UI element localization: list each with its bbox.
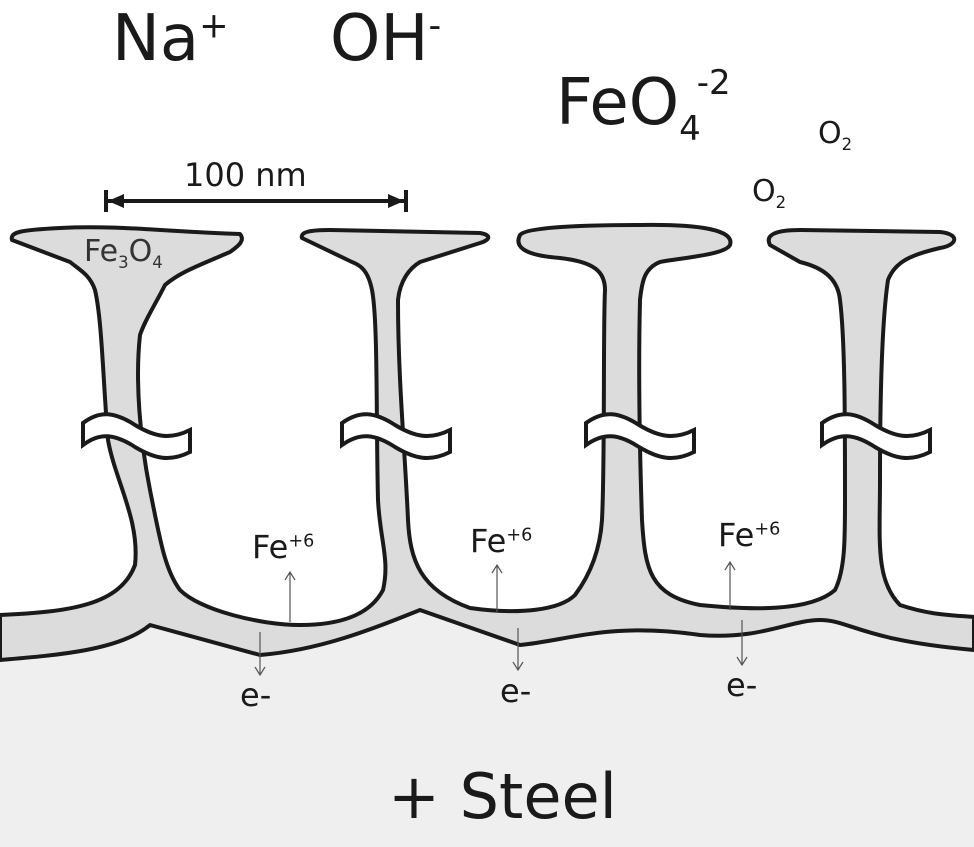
ferrate-ion-label: FeO4-2 [556,63,731,149]
oxide-layer [0,222,974,662]
electron-arrows [254,560,748,677]
hydroxide-ion-label: OH- [330,2,442,76]
steel-label: + Steel [388,760,617,833]
oxygen-label-1: O2 [818,116,853,154]
steel-substrate [0,610,974,847]
break-marks [81,412,932,460]
scale-bar-label: 100 nm [184,156,307,194]
electron-label-1: e- [240,676,272,714]
electron-label-3: e- [726,666,758,704]
electron-label-2: e- [500,672,532,710]
oxide-formula-label: Fe3O4 [84,234,163,272]
scale-bar [104,190,408,212]
oxygen-label-2: O2 [752,174,787,212]
iron-ion-label-3: Fe+6 [718,516,781,554]
iron-ion-label-2: Fe+6 [470,522,533,560]
iron-ion-label-1: Fe+6 [252,528,315,566]
sodium-ion-label: Na+ [112,2,229,76]
